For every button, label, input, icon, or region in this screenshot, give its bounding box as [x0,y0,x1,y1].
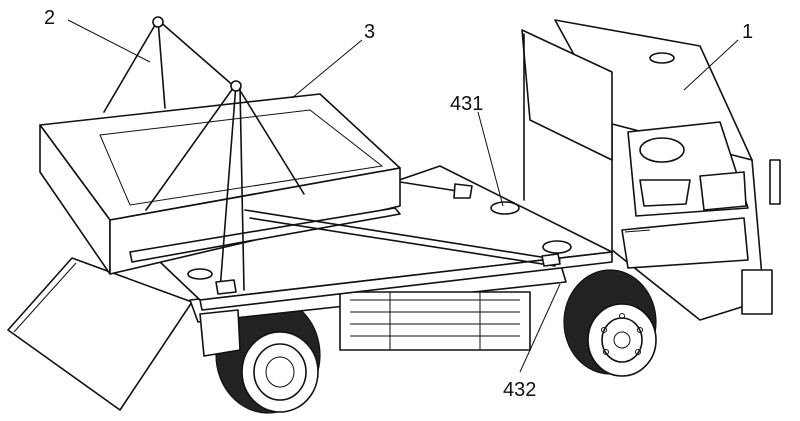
label-mount-432: 432 [503,379,536,401]
front-wheel [564,270,656,376]
deck-hole-right [543,241,571,253]
ramp-plate [8,258,192,410]
label-container-box: 3 [364,21,375,43]
steering-wheel [640,138,684,162]
deck-hole-left [188,269,212,279]
deck-hole-431 [491,202,519,214]
label-mount-431: 431 [450,93,483,115]
label-vehicle-cab: 1 [742,21,753,43]
label-lifting-frame: 2 [44,7,55,29]
